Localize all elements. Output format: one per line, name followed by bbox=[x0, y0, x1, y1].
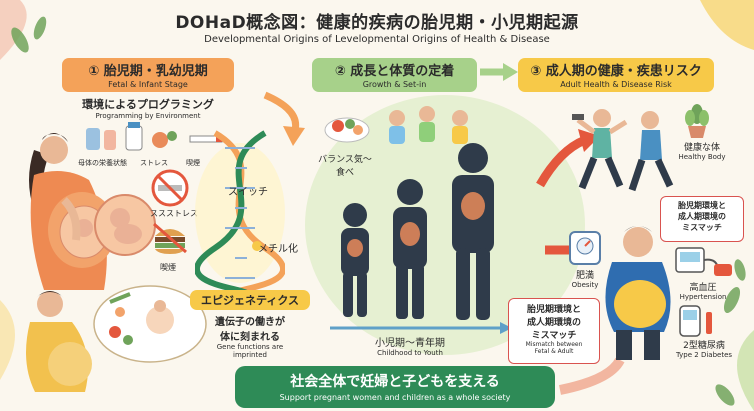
nutrition-icon bbox=[86, 128, 116, 150]
child-silhouette bbox=[341, 203, 369, 317]
support-banner: 社会全体で妊婦と子どもを支える Support pregnant women a… bbox=[235, 366, 555, 408]
timeline-label-en: Childhood to Youth bbox=[377, 349, 443, 357]
stage2-subtitle: Growth & Set-in bbox=[362, 80, 427, 89]
stage1-title: ① 胎児期・乳幼児期 bbox=[88, 64, 208, 79]
timeline-label-block: 小児期〜青年期 Childhood to Youth bbox=[340, 334, 480, 357]
stage2-header: ② 成長と体質の定着 Growth & Set-in bbox=[312, 58, 477, 92]
corner-blob bbox=[0, 300, 15, 380]
mother-baby-illustration bbox=[26, 285, 207, 392]
organ-icons bbox=[347, 192, 485, 257]
flow-arrow bbox=[263, 91, 300, 131]
corner-blob bbox=[700, 0, 754, 50]
programming-heading: 環境によるプログラミング bbox=[82, 98, 214, 111]
mismatch-center-en-line1: Mismatch between bbox=[525, 341, 583, 348]
hypertension-block: 高血圧 Hypertension bbox=[668, 280, 738, 301]
mismatch-center-line3: ミスマッチ bbox=[531, 331, 577, 341]
gene-text-line1: 遺伝子の働きが bbox=[215, 317, 285, 328]
growth-silhouettes bbox=[341, 143, 494, 320]
banner-title: 社会全体で妊婦と子どもを支える bbox=[290, 374, 500, 390]
epigenetics-title: エピジェネティクス bbox=[200, 294, 299, 307]
balance-food-label: バランス気〜 食べ bbox=[310, 152, 380, 178]
label-smoking: 喫煙 bbox=[186, 159, 200, 167]
corner-blob bbox=[737, 330, 754, 411]
dna-helix-illustration bbox=[195, 130, 285, 298]
hypertension-label-en: Hypertension bbox=[679, 293, 727, 301]
diagram-title: DOHaD概念図：健康的疾病の胎児期・小児期起源 bbox=[175, 13, 579, 33]
fetus-illustration bbox=[94, 194, 156, 256]
programming-heading-block: 環境によるプログラミング Programming by Environment bbox=[58, 96, 238, 120]
mismatch-center-box: 胎児期環境と 成人期環境の ミスマッチ Mismatch between Fet… bbox=[508, 298, 600, 364]
glucose-meter-icon bbox=[679, 305, 712, 337]
stress-label: ススストレス bbox=[150, 209, 198, 218]
balance-label-line1: バランス気〜 bbox=[318, 155, 372, 165]
diabetes-label: 2型糖尿病 bbox=[683, 341, 725, 351]
stage3-subtitle: Adult Health & Disease Risk bbox=[560, 80, 672, 89]
growth-halo bbox=[305, 95, 585, 355]
diabetes-block: 2型糖尿病 Type 2 Diabetes bbox=[664, 338, 744, 359]
epigenetics-badge: エピジェネティクス bbox=[190, 290, 310, 310]
mismatch-top-line2: 成人期環境の bbox=[678, 212, 726, 221]
banner-subtitle: Support pregnant women and children as a… bbox=[279, 393, 511, 402]
switch-label: スイッチ bbox=[228, 187, 268, 198]
mismatch-center-en-line2: Fetal & Adult bbox=[534, 348, 574, 355]
adult-silhouette bbox=[452, 143, 494, 320]
mismatch-center-line1: 胎児期環境と bbox=[526, 305, 581, 315]
gene-text-block: 遺伝子の働きが 体に刻まれる Gene functions are imprin… bbox=[190, 313, 310, 359]
programming-heading-en: Programming by Environment bbox=[95, 112, 201, 120]
healthy-body-block: 健康な体 Healthy Body bbox=[672, 140, 732, 161]
obese-man-illustration bbox=[605, 226, 671, 360]
banner-arrow bbox=[559, 357, 625, 395]
balance-label-line2: 食べ bbox=[335, 168, 354, 178]
mismatch-top-line3: ミスマッチ bbox=[682, 223, 722, 232]
label-nutrition: 母体の栄養状態 bbox=[78, 159, 127, 167]
flow-arrow-head bbox=[283, 126, 305, 146]
diagram-subtitle: Developmental Origins of Levelopmental O… bbox=[204, 34, 550, 45]
mismatch-top-box: 胎児期環境と 成人期環境の ミスマッチ bbox=[660, 196, 744, 242]
pill-icon bbox=[152, 131, 177, 148]
no-smoking-icon bbox=[151, 169, 189, 207]
label-stress: ストレス bbox=[140, 159, 168, 167]
hypertension-label: 高血圧 bbox=[689, 283, 717, 293]
healthy-label: 健康な体 bbox=[683, 143, 720, 153]
obesity-block: 肥満 Obesity bbox=[560, 268, 610, 289]
leaf-decoration bbox=[11, 16, 746, 406]
gene-text-line2: 体に刻まれる bbox=[220, 332, 280, 343]
diabetes-label-en: Type 2 Diabetes bbox=[675, 351, 733, 359]
gene-text-en-line1: Gene functions are bbox=[216, 343, 284, 351]
potted-plant-icon bbox=[685, 104, 709, 138]
scale-icon bbox=[569, 231, 601, 265]
children-food-illustration bbox=[324, 106, 468, 144]
timeline-label: 小児期〜青年期 bbox=[375, 338, 445, 349]
mismatch-center-line2: 成人期環境の bbox=[526, 318, 581, 328]
methylation-label: メチル化 bbox=[258, 244, 298, 255]
risk-arrow-up bbox=[536, 135, 587, 188]
exercising-people-illustration bbox=[572, 109, 674, 192]
obesity-label: 肥満 bbox=[575, 271, 594, 281]
junk-food-icon bbox=[153, 222, 187, 254]
blood-pressure-monitor-icon bbox=[675, 247, 732, 276]
gene-text-en-line2: imprinted bbox=[233, 351, 267, 359]
stage3-header: ③ 成人期の健康・疾患リスク Adult Health & Disease Ri… bbox=[518, 58, 714, 92]
teen-silhouette bbox=[393, 179, 427, 319]
stage2-title: ② 成長と体質の定着 bbox=[334, 64, 455, 79]
healthy-label-en: Healthy Body bbox=[678, 153, 726, 161]
stage1-header: ① 胎児期・乳幼児期 Fetal & Infant Stage bbox=[62, 58, 234, 92]
timeline-arrow-head bbox=[500, 322, 512, 334]
smoke-label: 喫煙 bbox=[160, 263, 176, 272]
flow-arrow-head bbox=[503, 63, 518, 81]
medicine-bottle-icon bbox=[125, 122, 143, 151]
stage3-title: ③ 成人期の健康・疾患リスク bbox=[530, 64, 702, 79]
mismatch-top-line1: 胎児期環境と bbox=[678, 201, 726, 210]
stage1-subtitle: Fetal & Infant Stage bbox=[108, 80, 188, 89]
obesity-label-en: Obesity bbox=[571, 281, 599, 289]
